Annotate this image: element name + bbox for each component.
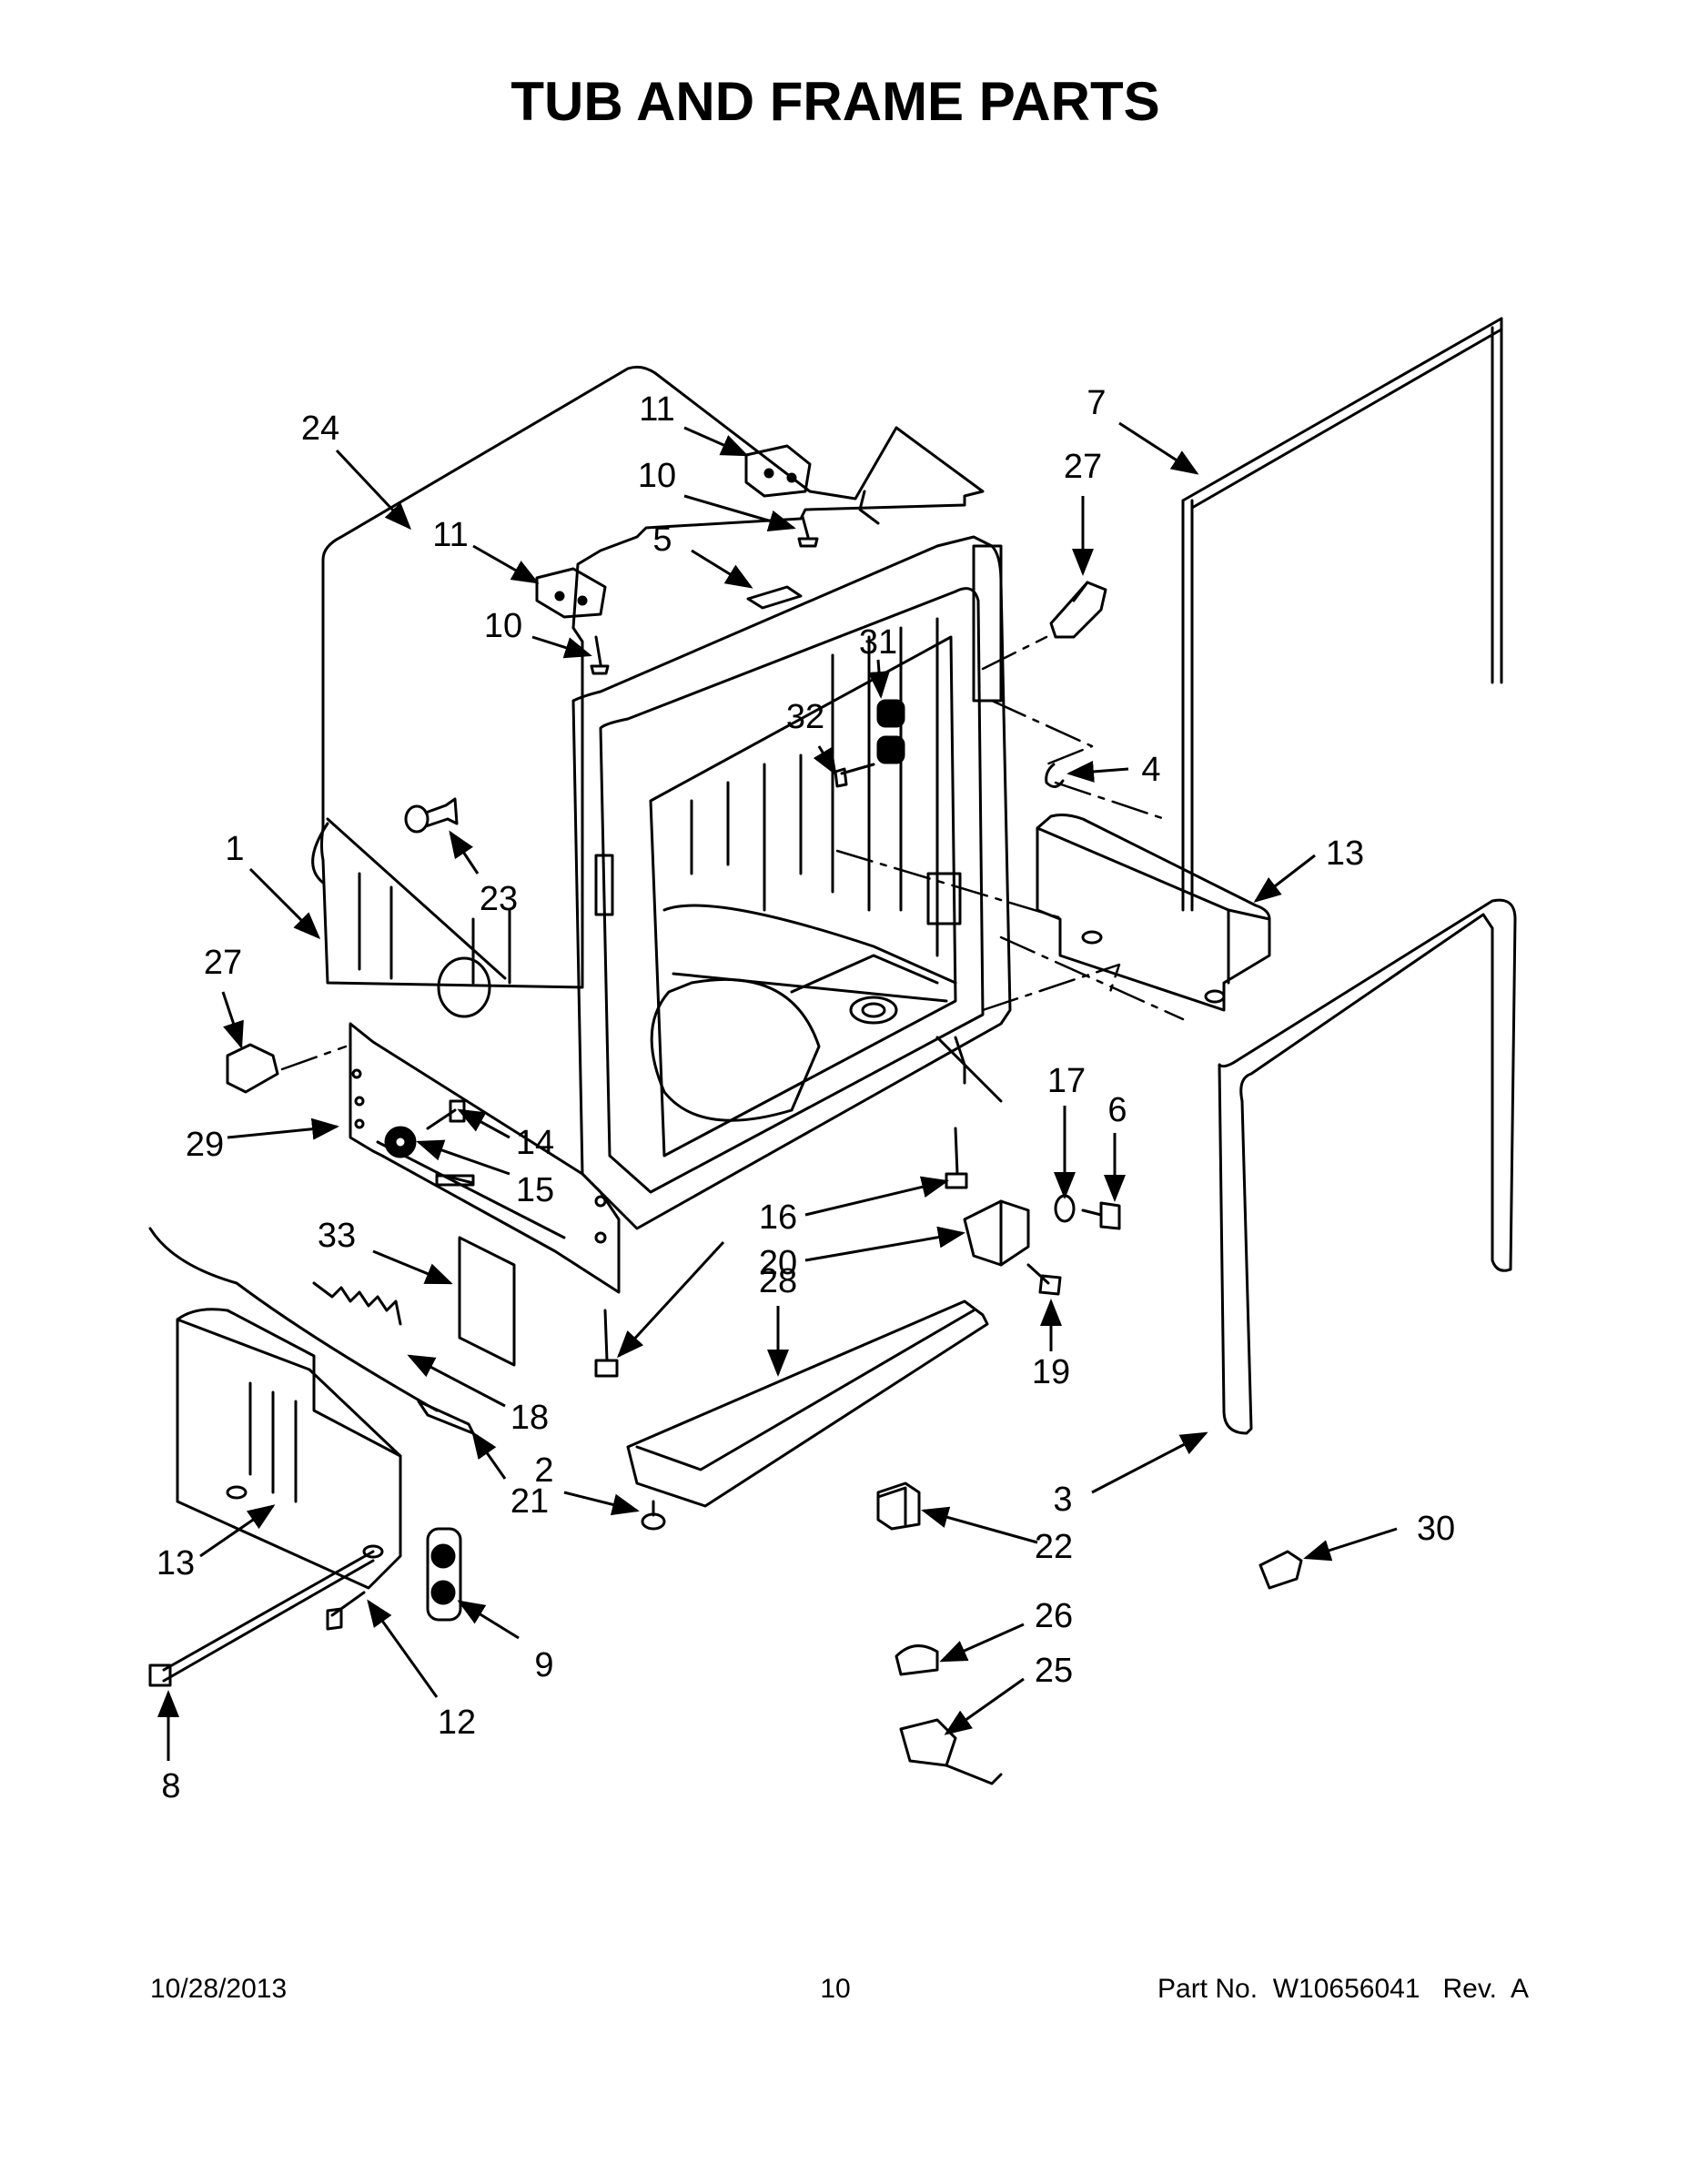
callout-12: 12 [438, 1704, 476, 1742]
callout-1: 1 [225, 830, 244, 868]
callout-18: 18 [510, 1399, 549, 1437]
callout-arrows [157, 421, 1398, 1761]
callout-33: 33 [318, 1217, 356, 1255]
part-27-end-cap-left [226, 1043, 279, 1094]
callout-31: 31 [859, 623, 897, 662]
callout-13-left: 13 [157, 1544, 195, 1582]
footer-date: 10/28/2013 [150, 1974, 287, 2004]
callout-19: 19 [1032, 1353, 1070, 1391]
callout-11-upper: 11 [639, 390, 674, 429]
part-31-switch [876, 699, 905, 764]
callout-30: 30 [1417, 1510, 1455, 1548]
part-27-end-cap-right [1049, 581, 1107, 639]
callout-29: 29 [186, 1126, 224, 1164]
callout-10-upper: 10 [638, 457, 676, 495]
callout-5: 5 [652, 521, 672, 559]
callout-13-right: 13 [1326, 834, 1364, 873]
part-4-clip [1045, 763, 1065, 788]
callout-24: 24 [301, 410, 339, 448]
callout-28: 28 [759, 1262, 797, 1300]
part-16-leveling-leg-right [945, 1127, 968, 1189]
part-13-toe-panel-left [176, 1308, 402, 1590]
callout-23: 23 [480, 880, 518, 918]
callout-2: 2 [534, 1451, 553, 1490]
callout-3: 3 [1053, 1481, 1072, 1519]
part-33-label [458, 1236, 516, 1367]
part-8-cable-tie [148, 1550, 375, 1687]
callout-27-left: 27 [204, 944, 242, 982]
callout-26: 26 [1035, 1597, 1073, 1635]
part-10-screw-lower [590, 635, 610, 675]
callout-15: 15 [516, 1171, 554, 1209]
part-26-float [895, 1644, 939, 1676]
part-3-base-gasket [1218, 898, 1517, 1435]
part-11-hinge-lower [535, 567, 607, 619]
part-25-float-switch-bracket [899, 1718, 1003, 1785]
part-18-spring [312, 1281, 402, 1326]
part-28-base-plate [626, 1299, 989, 1508]
callout-6: 6 [1107, 1091, 1127, 1129]
callout-14: 14 [516, 1124, 554, 1162]
footer-page-number: 10 [820, 1974, 850, 2004]
part-2-screw [641, 1500, 666, 1531]
callout-11-lower: 11 [432, 516, 468, 554]
callout-16: 16 [759, 1198, 797, 1237]
part-32-screw [834, 763, 875, 788]
page-title: TUB AND FRAME PARTS [510, 71, 1159, 132]
callout-20: 20 [759, 1244, 797, 1282]
part-23-plug [404, 797, 459, 834]
callout-4: 4 [1141, 751, 1160, 789]
assembly-guidelines [280, 635, 1185, 1071]
part-20-bracket [963, 1199, 1030, 1267]
part-9-spacer [426, 1527, 462, 1622]
callout-21: 21 [510, 1482, 549, 1521]
part-14-screw [426, 1099, 466, 1130]
callout-17: 17 [1047, 1062, 1086, 1100]
part-22-clip [876, 1481, 921, 1531]
part-17-washer [1054, 1194, 1076, 1223]
part-19-screw [1026, 1263, 1062, 1296]
callout-7: 7 [1087, 384, 1106, 422]
callout-22: 22 [1035, 1528, 1073, 1566]
part-12-screw [326, 1591, 366, 1631]
part-5-bracket [746, 585, 803, 610]
part-30-clip [1258, 1550, 1303, 1590]
part-16-leveling-leg-left [594, 1309, 619, 1378]
footer-part-number: Part No. W10656041 Rev. A [1157, 1974, 1529, 2004]
part-11-hinge-upper [744, 444, 812, 498]
part-15-grommet [384, 1126, 417, 1158]
callout-25: 25 [1035, 1652, 1073, 1690]
callout-27-right: 27 [1064, 448, 1102, 486]
callout-8: 8 [161, 1767, 180, 1805]
callout-9: 9 [534, 1646, 553, 1684]
part-21-wire-harness [148, 1227, 475, 1435]
callout-10-lower: 10 [484, 607, 522, 645]
tub-left-bracket [349, 1022, 621, 1294]
tub-front-frame [571, 490, 1012, 1230]
part-10-screw-upper [797, 515, 819, 548]
tub-outer-shell [311, 365, 985, 1018]
callout-32: 32 [786, 698, 824, 736]
part-7-door-gasket [1181, 317, 1503, 912]
part-6-screw [1081, 1201, 1121, 1230]
part-13-toe-panel-right [1036, 814, 1271, 1012]
